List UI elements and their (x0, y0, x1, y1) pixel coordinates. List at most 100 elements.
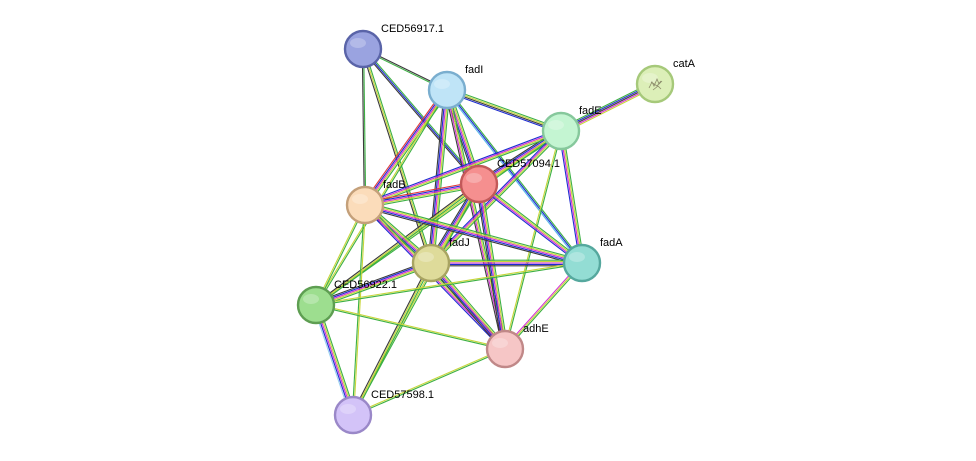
edge-strand (503, 261, 582, 349)
edge-strand (477, 184, 505, 350)
edge-fadE-fadB[interactable] (364, 128, 562, 208)
node-highlight (466, 173, 482, 183)
edge-strand (448, 89, 508, 349)
edge-strand (365, 131, 562, 207)
edge-fadE-adhE[interactable] (503, 130, 563, 350)
edge-strand (364, 129, 561, 205)
edge-strand (431, 90, 449, 264)
edge-strand (315, 261, 582, 305)
edge-strand (314, 305, 353, 416)
edge-adhE-CED56922.1[interactable] (315, 303, 506, 351)
edge-CED56917.1-CED57094.1[interactable] (361, 47, 481, 186)
edge-strand (315, 183, 480, 306)
node-catA[interactable]: catA (635, 58, 696, 104)
edge-strand (364, 128, 561, 204)
edge-fadB-fadA[interactable] (364, 201, 583, 267)
edge-strand (361, 49, 365, 206)
node-circle (296, 285, 336, 325)
edge-strand (351, 204, 365, 415)
node-CED56922.1[interactable]: CED56922.1 (296, 279, 397, 325)
node-adhE[interactable]: adhE (485, 323, 549, 369)
edge-strand (312, 305, 351, 417)
edge-strand (479, 181, 584, 262)
node-label: CED57598.1 (371, 389, 434, 401)
node-circle (333, 395, 373, 435)
node-highlight (642, 73, 658, 83)
edge-strand (479, 183, 583, 263)
edge-fadE-fadA[interactable] (558, 130, 585, 264)
node-circle (343, 29, 383, 69)
edge-strand (478, 184, 582, 264)
node-CED57598.1[interactable]: CED57598.1 (333, 389, 434, 435)
edge-strand (364, 207, 582, 267)
node-label: fadJ (449, 237, 470, 249)
edge-strand (446, 91, 561, 134)
node-fadE[interactable]: fadE (541, 105, 602, 151)
node-CED56917.1[interactable]: CED56917.1 (343, 23, 444, 69)
edge-strand (316, 263, 432, 307)
edge-adhE-CED57598.1[interactable] (352, 347, 506, 417)
edge-strand (446, 90, 561, 133)
edge-strand (447, 87, 562, 130)
edge-strand (558, 131, 581, 264)
edge-strand (364, 180, 479, 203)
node-label: fadI (465, 64, 483, 76)
edge-strand (314, 259, 431, 303)
node-highlight (492, 338, 508, 348)
node-label: fadE (579, 105, 602, 117)
edge-strand (365, 201, 583, 261)
edge-CED56922.1-CED57598.1[interactable] (312, 303, 357, 417)
edge-strand (559, 131, 582, 264)
edge-strand (352, 347, 505, 415)
node-highlight (548, 120, 564, 130)
edge-fadI-fadE[interactable] (446, 87, 562, 134)
edge-strand (505, 263, 584, 351)
edge-strand (363, 48, 367, 205)
edge-strand (505, 131, 563, 350)
edge-fadJ-fadA[interactable] (431, 259, 582, 267)
edge-strand (365, 132, 562, 208)
edge-strand (562, 130, 585, 263)
edge-strand (316, 303, 506, 349)
edge-strand (362, 48, 480, 185)
edge-strand (364, 205, 582, 265)
node-fadJ[interactable]: fadJ (411, 237, 470, 283)
edge-strand (431, 131, 562, 264)
edge-CED57094.1-fadB[interactable] (364, 180, 480, 209)
node-circle (541, 111, 581, 151)
edge-fadA-adhE[interactable] (503, 261, 584, 351)
edge-layer (312, 47, 657, 417)
protein-structure-icon (648, 77, 663, 91)
edge-strand (504, 262, 583, 350)
node-highlight (352, 194, 368, 204)
edge-fadA-CED56922.1[interactable] (315, 261, 583, 307)
edge-CED57094.1-fadA[interactable] (477, 181, 584, 266)
edge-strand (365, 186, 480, 209)
node-label: fadB (383, 179, 406, 191)
node-fadI[interactable]: fadI (427, 64, 483, 110)
edge-strand (477, 185, 582, 266)
node-fadB[interactable]: fadB (345, 179, 406, 225)
edge-strand (318, 303, 357, 415)
node-label: adhE (523, 323, 549, 335)
edge-strand (475, 184, 503, 350)
edge-CED57094.1-CED56922.1[interactable] (314, 182, 481, 307)
edge-fadB-CED57598.1[interactable] (351, 204, 367, 416)
node-label: fadA (600, 237, 623, 249)
edge-strand (315, 304, 354, 416)
edge-strand (503, 130, 561, 349)
edge-strand (363, 88, 447, 205)
edge-strand (362, 88, 446, 204)
node-highlight (434, 79, 450, 89)
node-label: CED56922.1 (334, 279, 397, 291)
edge-strand (430, 130, 561, 263)
edge-strand (361, 49, 479, 186)
node-CED57094.1[interactable]: CED57094.1 (459, 158, 560, 204)
node-circle (345, 185, 385, 225)
node-highlight (350, 38, 366, 48)
node-fadA[interactable]: fadA (562, 237, 623, 283)
node-layer: CED56917.1 fadI catA fadE CED57094.1 fadB fadJ… (296, 23, 696, 435)
node-label: catA (673, 58, 696, 70)
edge-CED56917.1-fadB[interactable] (361, 48, 367, 206)
